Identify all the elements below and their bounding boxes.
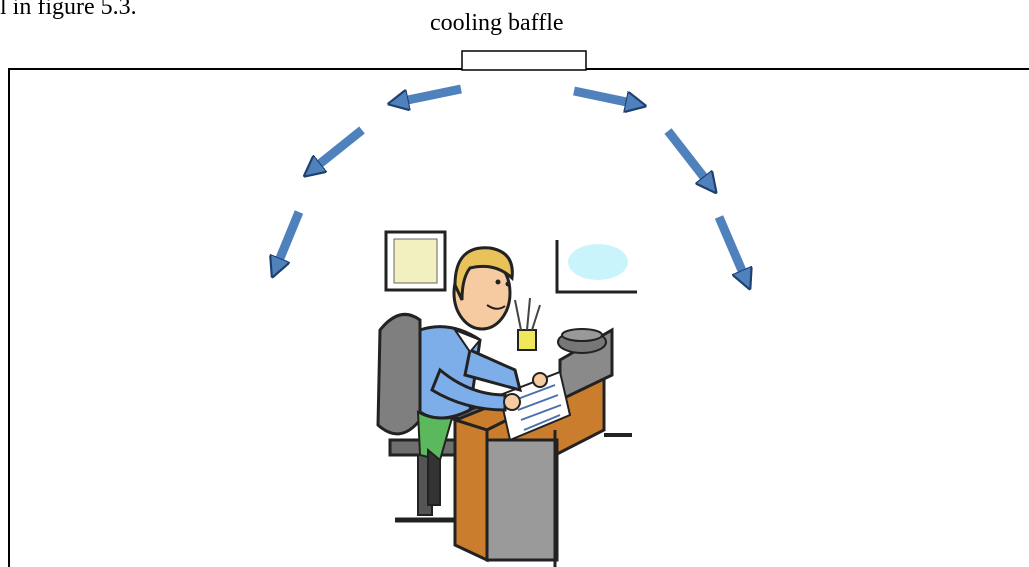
cooling-baffle	[461, 50, 587, 71]
office-worker-illustration	[376, 230, 637, 567]
airflow-arrow-right-2	[664, 128, 710, 185]
office-worker-icon	[416, 246, 548, 506]
wall-picture-icon	[384, 230, 447, 292]
page-text-fragment: l in figure 5.3.	[0, 0, 137, 20]
airflow-arrow-left-2	[312, 126, 365, 170]
cooling-baffle-label: cooling baffle	[430, 10, 564, 36]
phone-icon	[557, 328, 607, 354]
airflow-arrow-right-3	[714, 215, 746, 280]
wall-map-icon	[555, 240, 637, 294]
airflow-arrow-left-3	[276, 210, 304, 268]
room-outline	[8, 68, 1029, 567]
airflow-arrows	[276, 84, 746, 280]
pencil-cup-icon	[514, 297, 541, 351]
airflow-arrow-right-1	[573, 86, 636, 104]
airflow-arrow-left-1	[398, 84, 462, 102]
